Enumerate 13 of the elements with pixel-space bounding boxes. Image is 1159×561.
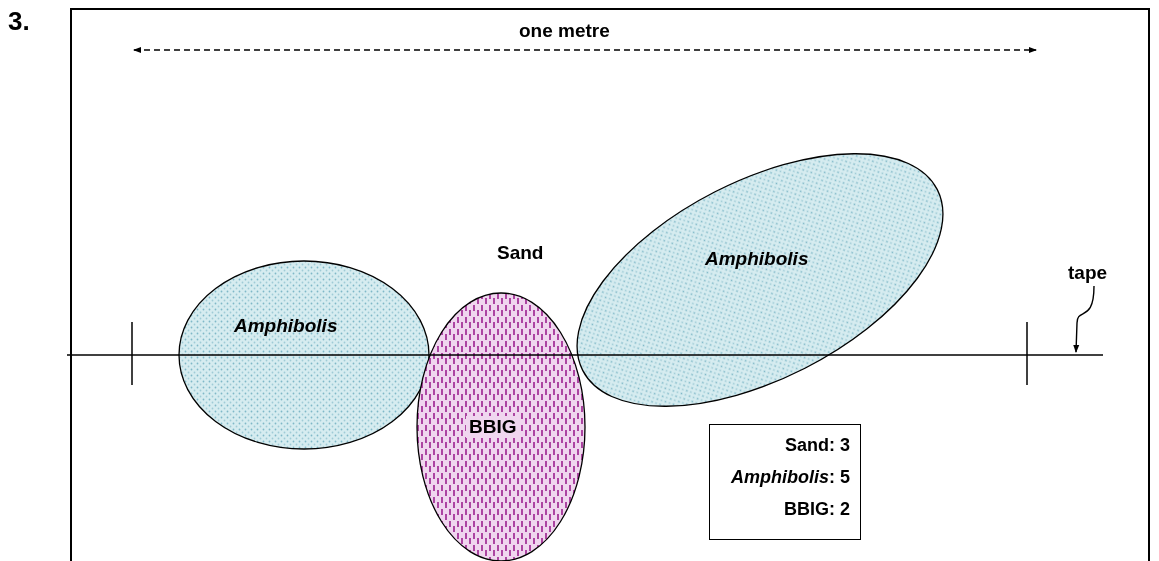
tape-line <box>66 321 1104 386</box>
tape-label: tape <box>1068 262 1120 286</box>
tally-text: Amphibolis: 5 <box>731 467 850 488</box>
figure-number: 3. <box>8 6 30 37</box>
tally-box <box>709 424 861 540</box>
dimension-label: one metre <box>519 20 610 42</box>
species-label: Amphibolis <box>234 315 338 337</box>
tally-text: Sand: 3 <box>785 435 850 456</box>
patch-label: BBIG <box>466 416 520 438</box>
substrate-label: Sand <box>497 242 544 264</box>
leader-line <box>1073 285 1095 353</box>
tally-text: BBIG: 2 <box>784 499 850 520</box>
species-label: Amphibolis <box>705 248 809 270</box>
